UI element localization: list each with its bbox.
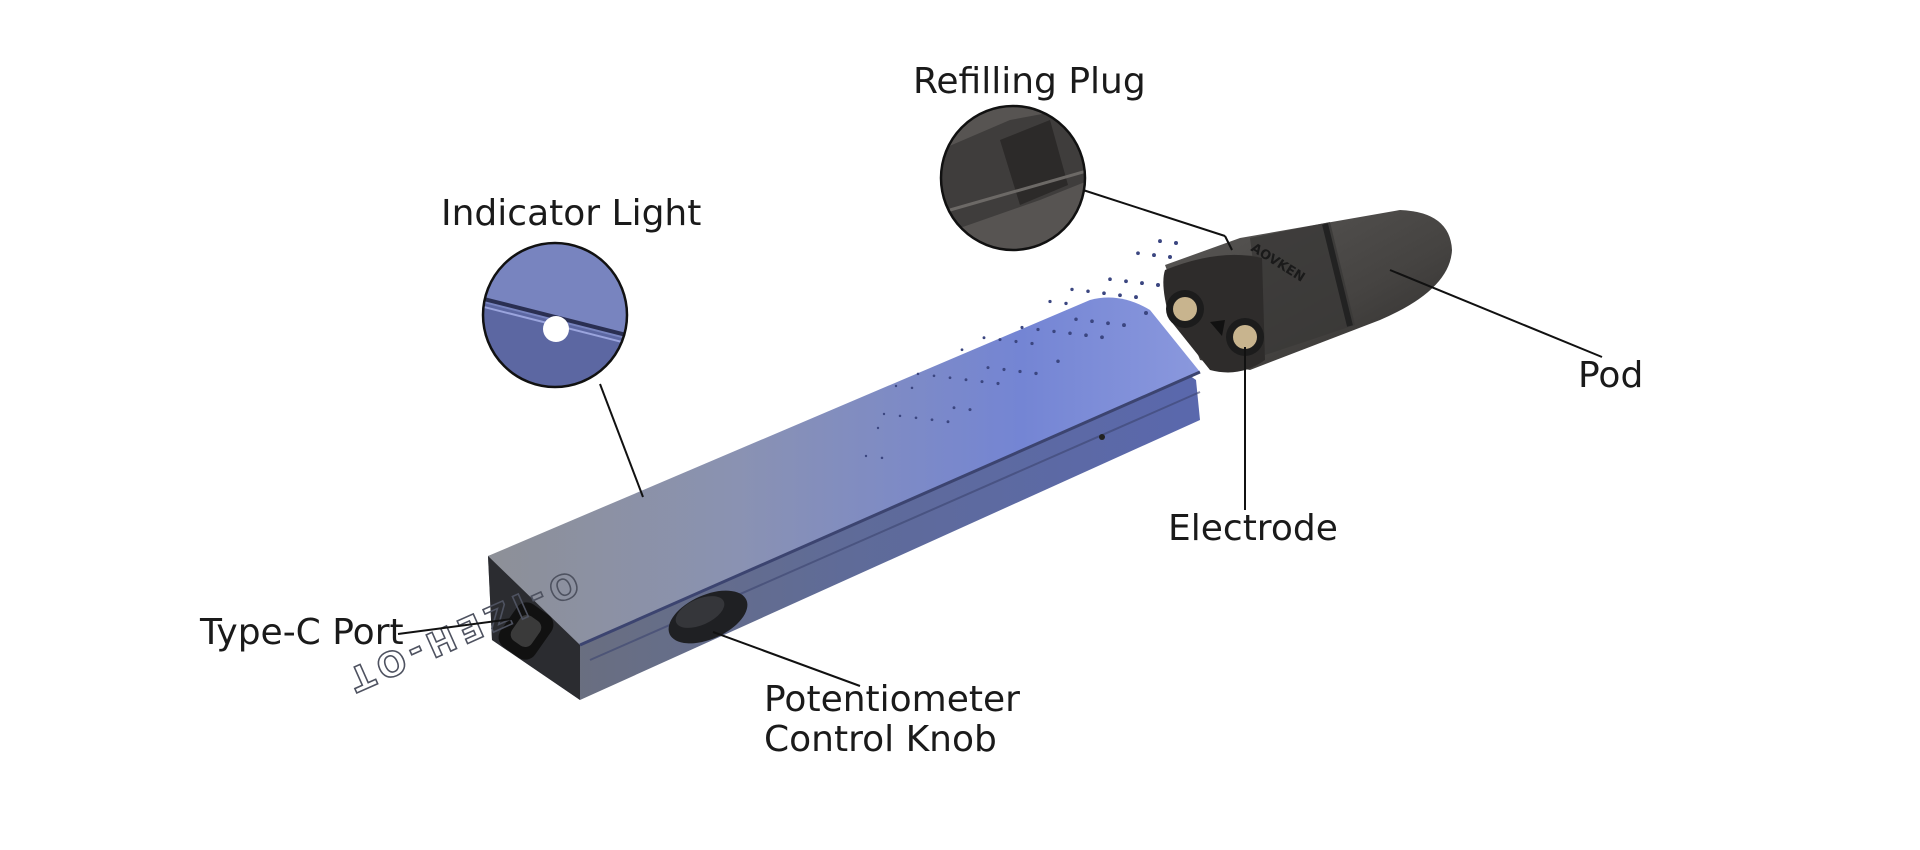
speaker-dot <box>1152 253 1156 258</box>
speaker-dot <box>1122 323 1126 328</box>
label-electrode: Electrode <box>1168 508 1338 549</box>
speaker-dot <box>876 426 880 430</box>
indicator-light-inset <box>481 241 629 389</box>
speaker-dot <box>1036 327 1040 332</box>
speaker-dot <box>1102 291 1106 296</box>
speaker-dot <box>1134 295 1138 300</box>
speaker-dot <box>1014 339 1018 344</box>
speaker-dot <box>1158 239 1162 244</box>
speaker-dot <box>998 338 1002 342</box>
refilling-plug-inset <box>939 104 1087 252</box>
speaker-dot <box>986 366 990 370</box>
speaker-dot <box>910 386 914 390</box>
speaker-dot <box>948 376 952 380</box>
speaker-dot <box>1136 251 1140 256</box>
speaker-dot <box>1090 319 1094 324</box>
speaker-dot <box>914 416 918 420</box>
speaker-dot <box>916 372 920 376</box>
speaker-dot <box>1068 331 1072 336</box>
speaker-dot <box>1074 317 1078 322</box>
label-refilling-plug: Refilling Plug <box>913 61 1146 102</box>
speaker-dot <box>1020 325 1024 330</box>
speaker-dot <box>1048 299 1052 304</box>
speaker-dot <box>864 454 868 458</box>
speaker-dot <box>930 418 934 422</box>
speaker-dot <box>1156 283 1160 287</box>
speaker-dot <box>968 408 972 412</box>
speaker-dot <box>952 406 956 410</box>
speaker-dot <box>1056 359 1060 364</box>
speaker-dot <box>1144 311 1148 315</box>
speaker-dot <box>1052 329 1056 334</box>
speaker-dot <box>1086 289 1090 294</box>
speaker-dot <box>932 374 936 378</box>
speaker-dot <box>1168 255 1172 259</box>
pod: AOVKEN <box>1163 210 1452 373</box>
speaker-dot <box>1140 281 1144 286</box>
speaker-dot <box>1106 321 1110 326</box>
speaker-dot <box>996 381 1000 386</box>
speaker-dot <box>894 384 898 388</box>
label-type-c-port: Type-C Port <box>200 612 404 653</box>
speaker-dot <box>880 456 884 460</box>
speaker-dot <box>1034 371 1038 376</box>
speaker-dot <box>1100 335 1104 340</box>
device-body: O-IZEH-OT <box>337 239 1201 702</box>
label-potentiometer-line1: Potentiometer <box>764 679 1020 720</box>
speaker-dot <box>1118 293 1122 298</box>
speaker-dot <box>1064 301 1068 306</box>
speaker-dot <box>898 414 902 418</box>
speaker-dot <box>1030 341 1034 346</box>
speaker-dot <box>1174 241 1178 245</box>
speaker-dot <box>1018 369 1022 374</box>
speaker-dot <box>882 412 886 416</box>
label-potentiometer-control-knob: Potentiometer Control Knob <box>764 680 1020 760</box>
label-indicator-light: Indicator Light <box>441 193 702 234</box>
leader-lines <box>397 189 1603 687</box>
speaker-dot <box>1124 279 1128 284</box>
speaker-dot <box>960 348 964 352</box>
label-pod: Pod <box>1578 355 1644 396</box>
speaker-dot <box>982 336 986 340</box>
speaker-dot <box>980 380 984 384</box>
speaker-dot <box>1084 333 1088 338</box>
label-potentiometer-line2: Control Knob <box>764 719 997 760</box>
speaker-dot <box>964 378 968 382</box>
speaker-dot <box>1002 367 1006 372</box>
speaker-dot <box>1108 277 1112 282</box>
speaker-dot-pattern <box>864 239 1178 460</box>
speaker-dot <box>1070 287 1074 292</box>
speaker-dot <box>946 420 950 424</box>
